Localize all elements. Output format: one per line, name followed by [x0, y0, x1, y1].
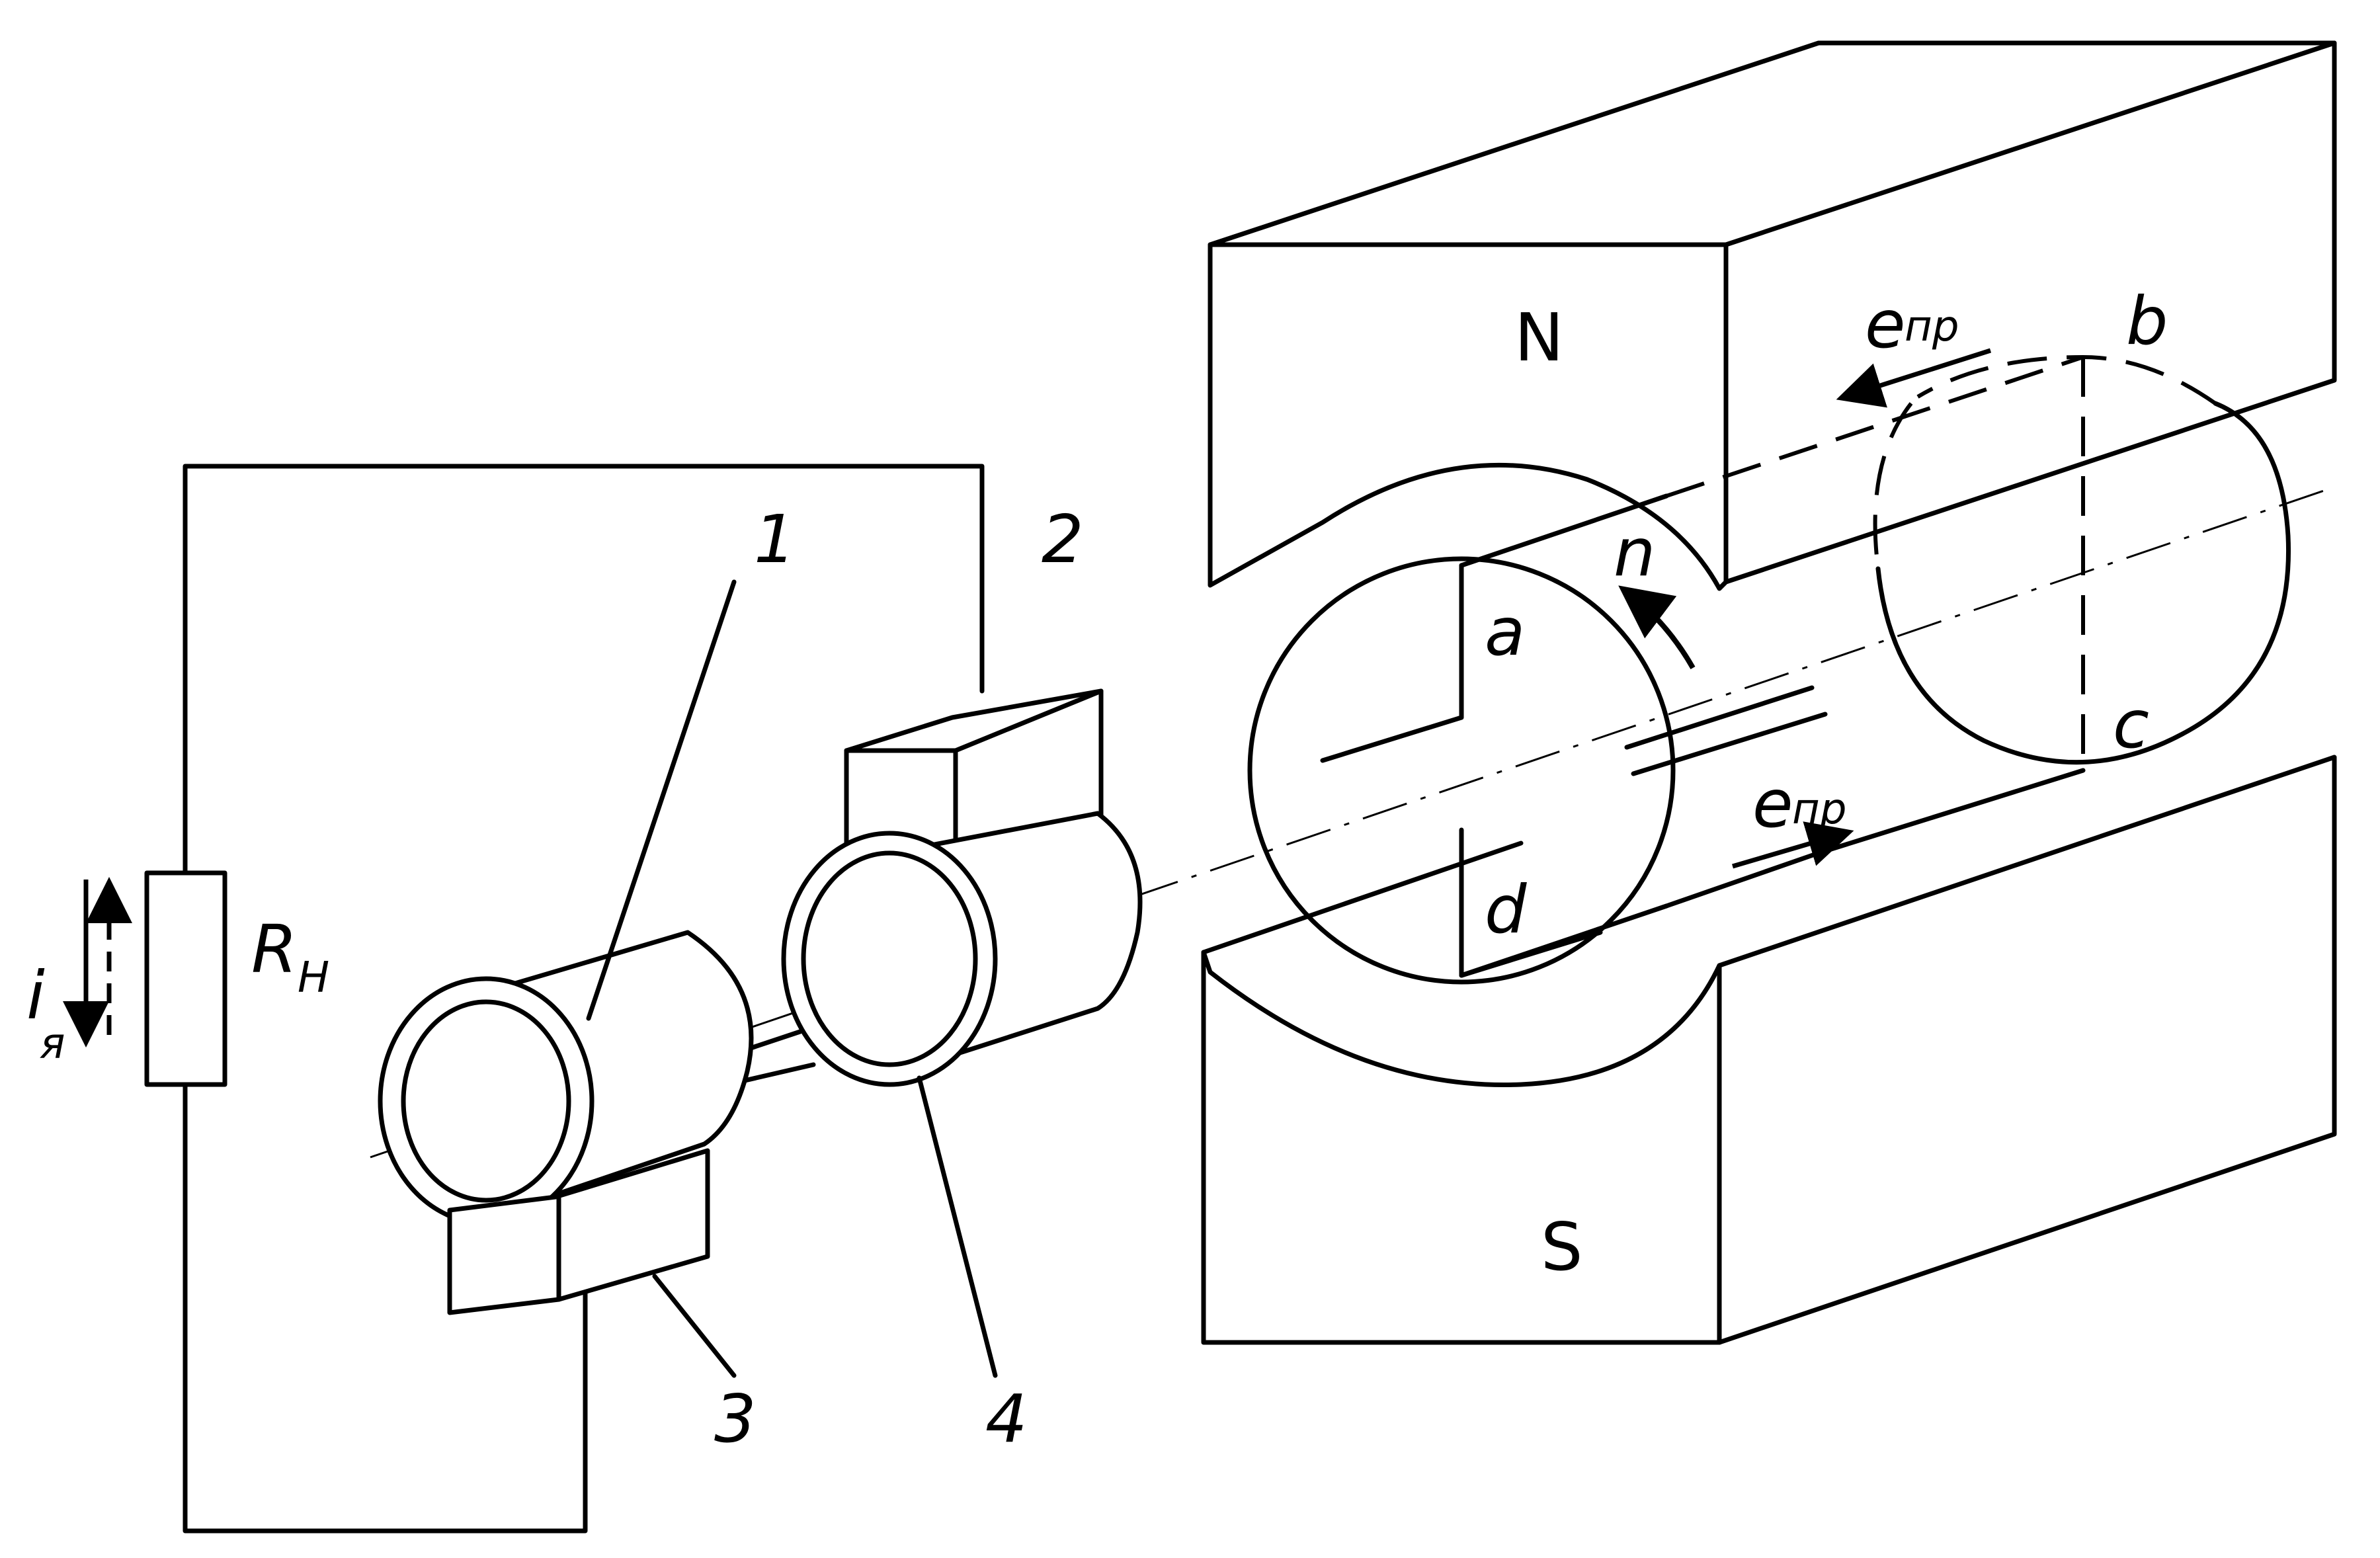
slip-ring-left: [378, 930, 754, 1226]
label-south: S: [1541, 1208, 1582, 1286]
leader-1: [586, 579, 737, 1021]
label-emf-bottom: e: [1752, 765, 1793, 842]
emf-arrow-top: [1836, 348, 1992, 408]
coil-front-face: [1247, 556, 1676, 985]
brush-lower: [447, 1148, 710, 1315]
load-resistor: [144, 870, 227, 1087]
label-resistor-sub: H: [298, 954, 329, 1003]
armature-coil: [1320, 355, 2086, 978]
rotation-arrow: [1618, 585, 1696, 669]
label-part-3: 3: [714, 1380, 757, 1457]
label-part-4: 4: [985, 1380, 1028, 1457]
external-circuit: [63, 464, 985, 1534]
label-emf-bottom-sub: пр: [1792, 785, 1846, 834]
label-north: N: [1514, 299, 1564, 376]
slip-ring-right: [781, 811, 1143, 1087]
label-resistor: R: [251, 911, 297, 988]
emf-arrow-bottom: [1732, 821, 1854, 869]
label-point-a: a: [1485, 593, 1525, 671]
label-part-1: 1: [754, 501, 796, 578]
label-current: i: [26, 957, 45, 1034]
south-pole: [1201, 755, 2337, 1345]
label-emf-top-sub: пр: [1905, 302, 1959, 351]
coil-back-face: [1873, 402, 1913, 569]
label-rotation: n: [1614, 514, 1655, 591]
label-part-2: 2: [1042, 501, 1084, 578]
leader-3: [652, 1274, 737, 1378]
label-emf-top: e: [1865, 286, 1906, 363]
north-pole: [1208, 40, 2337, 591]
label-current-sub: я: [40, 1020, 65, 1069]
label-point-b: b: [2126, 282, 2168, 360]
label-point-c: c: [2113, 686, 2149, 763]
label-point-d: d: [1485, 871, 1527, 948]
leader-4: [917, 1075, 998, 1378]
